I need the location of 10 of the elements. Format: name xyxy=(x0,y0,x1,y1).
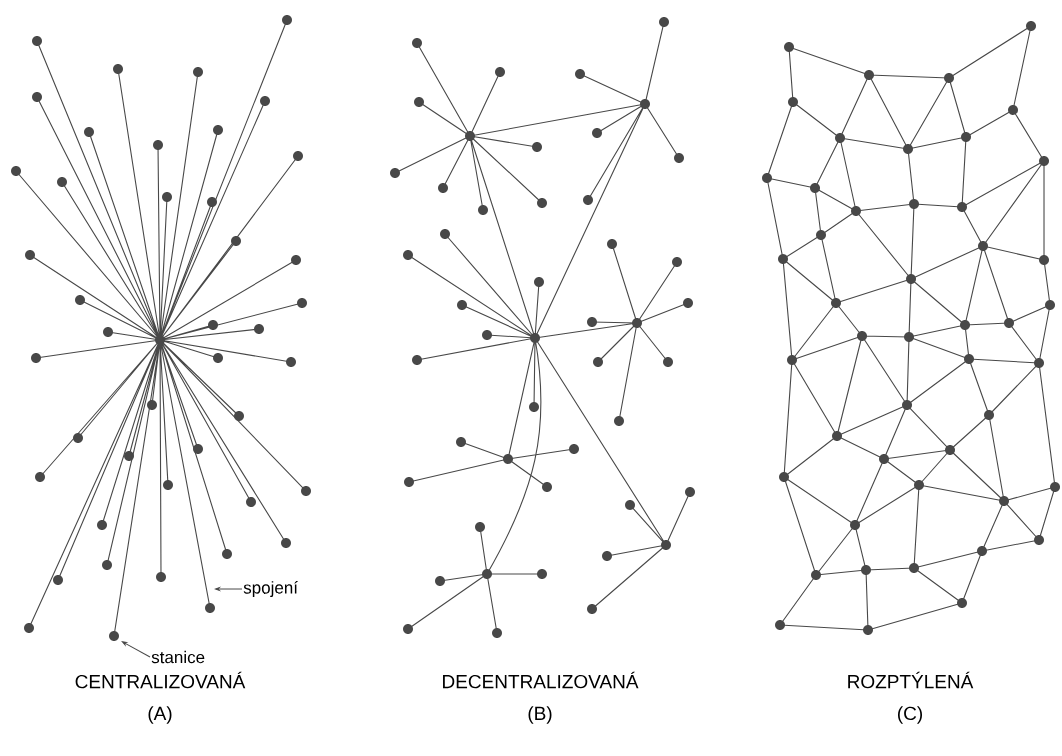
annotation-text: spojení xyxy=(243,581,298,598)
caption-text: ROZPTÝLENÁ xyxy=(848,671,974,689)
caption-text: (C) xyxy=(898,706,922,724)
leader-line xyxy=(121,641,151,658)
annotation-text: stanice xyxy=(151,650,205,664)
caption-text: (A) xyxy=(148,706,172,724)
caption-text: (B) xyxy=(528,706,552,724)
leader-line xyxy=(215,587,243,591)
caption-text: DECENTRALIZOVANÁ xyxy=(443,671,639,689)
caption-text: CENTRALIZOVANÁ xyxy=(75,671,246,689)
